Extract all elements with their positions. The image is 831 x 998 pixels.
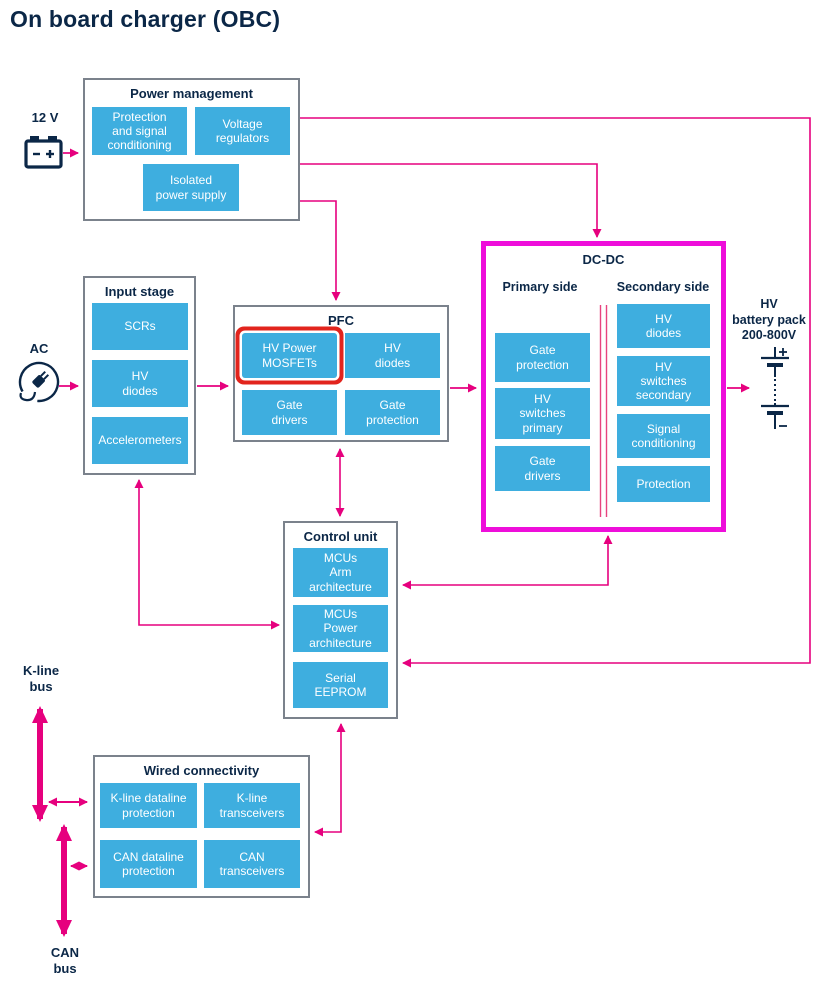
- wire-power-management-to-pfc: [300, 200, 341, 301]
- input-stage-block: Input stage SCRs HV diodes Accelerometer…: [83, 276, 196, 475]
- wire-input-stage-control-unit-bidirectional: [134, 479, 280, 630]
- ac-label: AC: [29, 341, 49, 356]
- chip-gate-protection-dcdc[interactable]: Gate protection: [495, 333, 590, 382]
- chip-protection-and-signal-conditioning[interactable]: Protection and signal conditioning: [92, 107, 187, 155]
- chip-hv-diodes-input[interactable]: HV diodes: [92, 360, 188, 407]
- chip-kline-dataline-protection[interactable]: K-line dataline protection: [100, 783, 197, 828]
- chip-hv-switches-secondary[interactable]: HV switches secondary: [617, 356, 710, 406]
- wire-power-management-to-dcdc: [300, 163, 602, 238]
- power-management-block: Power management Protection and signal c…: [83, 78, 300, 221]
- chip-gate-drivers-pfc[interactable]: Gate drivers: [242, 390, 337, 435]
- battery-12v-label: 12 V: [31, 110, 59, 125]
- bus-arrows: [32, 706, 88, 937]
- chip-serial-eeprom[interactable]: Serial EEPROM: [293, 662, 388, 708]
- chip-mcus-power-architecture[interactable]: MCUs Power architecture: [293, 605, 388, 652]
- dcdc-primary-side-label: Primary side: [502, 280, 578, 294]
- page-title: On board charger (OBC): [10, 6, 281, 32]
- battery-12v-icon: [24, 136, 63, 169]
- ac-plug-icon: [18, 361, 60, 403]
- chip-voltage-regulators[interactable]: Voltage regulators: [195, 107, 290, 155]
- wire-control-unit-wired-connectivity-bidirectional: [314, 723, 346, 837]
- chip-hv-diodes-pfc[interactable]: HV diodes: [345, 333, 440, 378]
- chip-hv-switches-primary[interactable]: HV switches primary: [495, 388, 590, 439]
- chip-gate-protection-pfc[interactable]: Gate protection: [345, 390, 440, 435]
- dcdc-secondary-side-label: Secondary side: [616, 280, 710, 294]
- chip-scrs[interactable]: SCRs: [92, 303, 188, 350]
- wired-connectivity-block: Wired connectivity K-line dataline prote…: [93, 755, 310, 898]
- hv-battery-pack-icon: [761, 347, 789, 429]
- pfc-title: PFC: [328, 313, 354, 328]
- power-management-title: Power management: [130, 86, 253, 101]
- chip-can-dataline-protection[interactable]: CAN dataline protection: [100, 840, 197, 888]
- control-unit-title: Control unit: [303, 529, 378, 544]
- chip-mcus-arm-architecture[interactable]: MCUs Arm architecture: [293, 548, 388, 597]
- chip-hv-diodes-dcdc[interactable]: HV diodes: [617, 304, 710, 348]
- control-unit-block: Control unit MCUs Arm architecture MCUs …: [283, 521, 398, 719]
- dcdc-block-highlighted: DC-DC Primary side Secondary side Gate p…: [481, 241, 726, 532]
- pfc-block: PFC HV Power MOSFETs HV diodes Gate driv…: [233, 305, 449, 442]
- chip-kline-transceivers[interactable]: K-line transceivers: [204, 783, 300, 828]
- chip-gate-drivers-dcdc[interactable]: Gate drivers: [495, 446, 590, 491]
- chip-accelerometers[interactable]: Accelerometers: [92, 417, 188, 464]
- wired-connectivity-title: Wired connectivity: [143, 763, 260, 778]
- can-bus-label: CAN bus: [50, 945, 80, 977]
- kline-bus-label: K-line bus: [22, 663, 60, 695]
- chip-can-transceivers[interactable]: CAN transceivers: [204, 840, 300, 888]
- chip-hv-power-mosfets-highlighted[interactable]: HV Power MOSFETs: [242, 333, 337, 378]
- chip-isolated-power-supply[interactable]: Isolated power supply: [143, 164, 239, 211]
- hv-battery-pack-label: HV battery pack 200-800V: [732, 297, 806, 343]
- chip-signal-conditioning[interactable]: Signal conditioning: [617, 414, 710, 458]
- chip-protection-dcdc[interactable]: Protection: [617, 466, 710, 502]
- input-stage-title: Input stage: [104, 284, 175, 299]
- wire-dcdc-control-unit-bidirectional: [402, 535, 613, 590]
- dcdc-title: DC-DC: [582, 252, 625, 267]
